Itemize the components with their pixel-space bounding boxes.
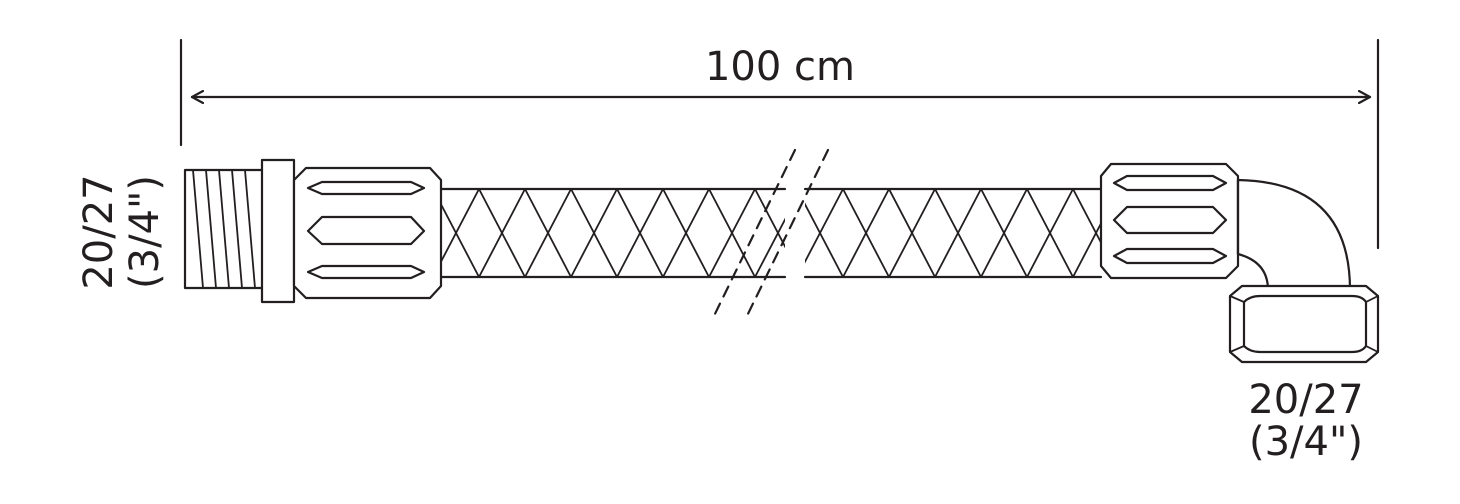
pattern-line (754, 217, 785, 277)
pattern-line (888, 189, 936, 277)
pattern-line (705, 189, 751, 277)
left-crimp-sleeve (292, 166, 443, 300)
break-mark-left (710, 148, 797, 322)
pattern-line (708, 189, 756, 277)
pattern-line (231, 169, 243, 289)
hex-flange (260, 158, 296, 304)
pattern-line (441, 189, 480, 264)
pattern-line (616, 189, 664, 277)
pattern-line (524, 189, 572, 277)
pattern-line (192, 169, 204, 289)
thread-lines (192, 169, 256, 289)
dimension-line: 100 cm (179, 38, 1380, 250)
threaded-male-end (183, 168, 267, 290)
pattern-line (801, 189, 847, 277)
pattern-line (205, 169, 217, 289)
hex-female-nut (1228, 284, 1380, 364)
length-label: 100 cm (705, 44, 855, 90)
pattern-line (847, 189, 893, 277)
right-inch-label: (3/4") (1249, 419, 1363, 465)
braided-hose (439, 148, 1103, 322)
pattern-line (244, 169, 256, 289)
pattern-line (805, 189, 844, 264)
right-size-label: 20/27 (1248, 377, 1363, 423)
elbow-connector (1236, 178, 1352, 292)
pattern-line (847, 189, 893, 277)
pattern-line (980, 189, 1028, 277)
pattern-line (570, 189, 618, 277)
pattern-line (842, 189, 890, 277)
pattern-line (1026, 189, 1074, 277)
right-crimp-sleeve (1099, 162, 1240, 280)
left-size-label: 20/27 (76, 174, 122, 289)
pattern-line (478, 189, 526, 277)
pattern-line (218, 169, 230, 289)
pattern-line (662, 189, 710, 277)
pattern-line (1072, 221, 1101, 277)
break-mark-right (743, 148, 830, 322)
braid-pattern-left (441, 189, 893, 277)
pattern-line (934, 189, 982, 277)
left-inch-label: (3/4") (122, 175, 168, 289)
pattern-line (801, 189, 847, 277)
left-fitting-label: 20/27 (3/4") (76, 174, 168, 289)
braid-pattern-right (705, 189, 1101, 277)
right-fitting-label: 20/27 (3/4") (1248, 377, 1363, 465)
pattern-line (705, 189, 751, 277)
break-gap (786, 185, 804, 281)
